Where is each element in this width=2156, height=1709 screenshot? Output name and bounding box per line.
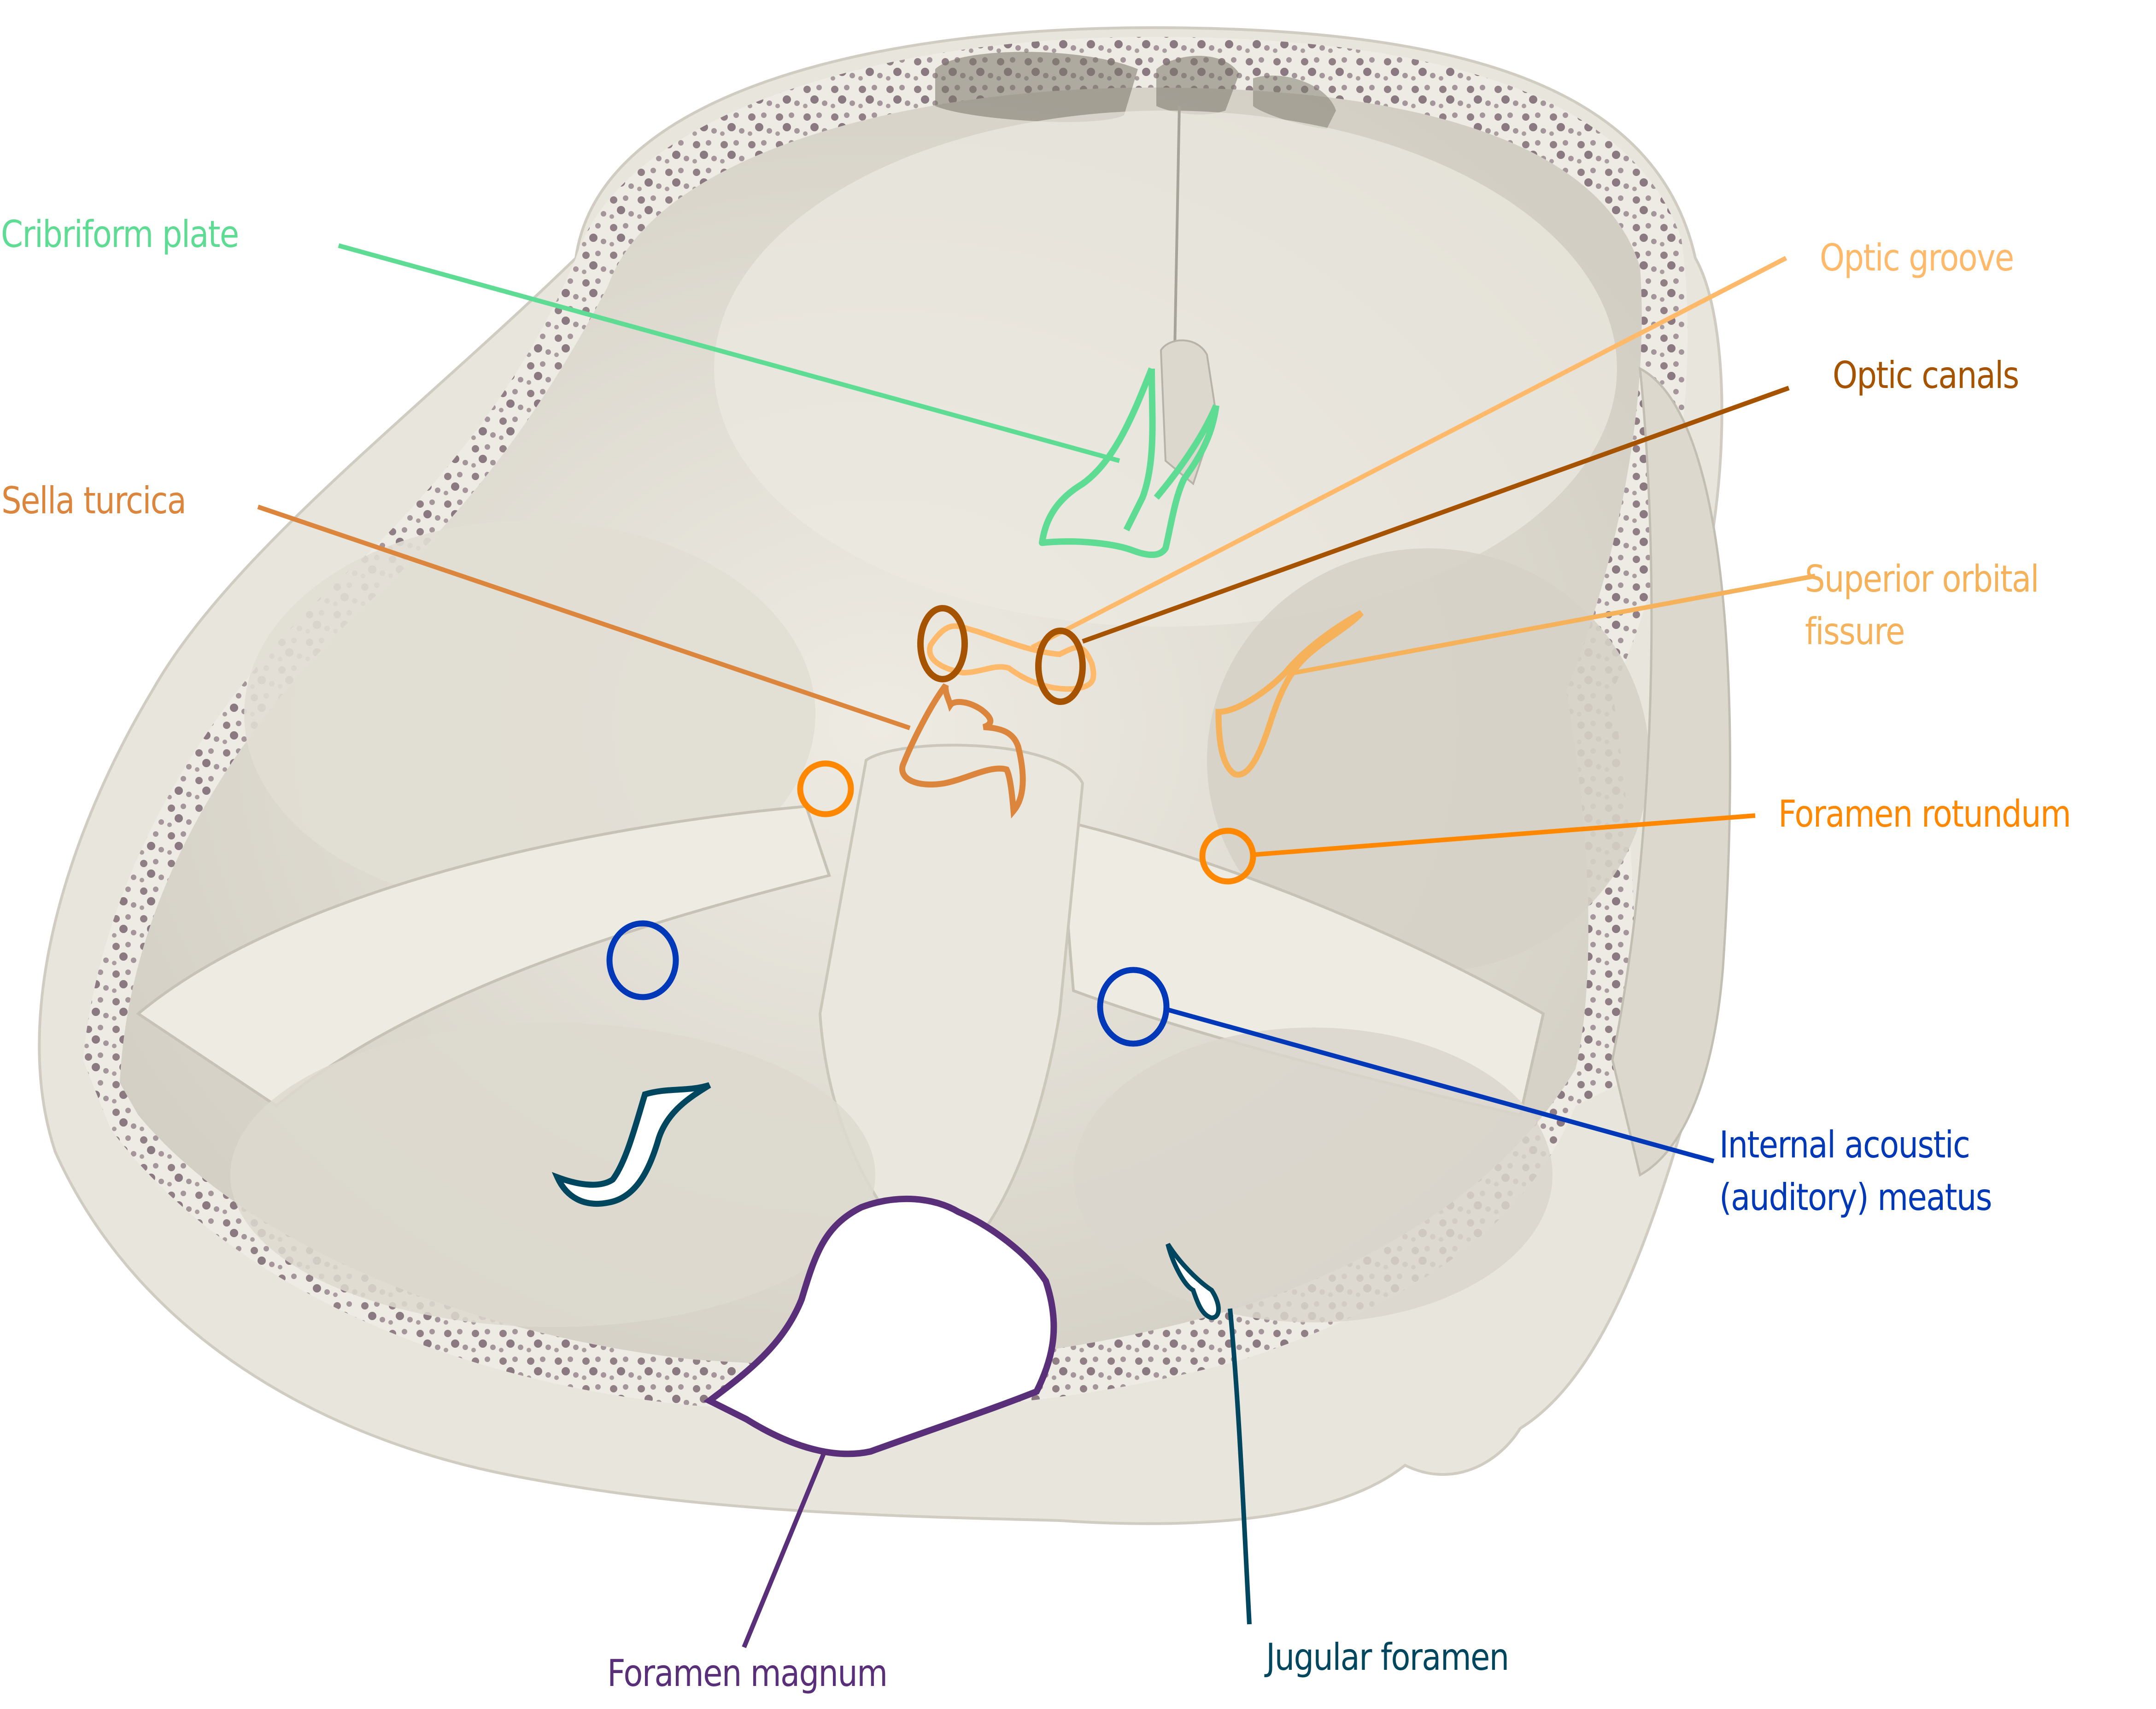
label-foramen-magnum: Foramen magnum bbox=[607, 1652, 888, 1695]
optic-canal-left bbox=[917, 605, 968, 682]
sella-turcica-outline bbox=[899, 683, 1026, 819]
foramen-magnum-leader bbox=[742, 1451, 827, 1648]
optic-canals-leader bbox=[1082, 386, 1790, 644]
label-cribriform-plate: Cribriform plate bbox=[1, 213, 239, 256]
superior-orbital-fissure-outline bbox=[1215, 610, 1364, 778]
jugular-foramen-leader bbox=[1228, 1308, 1252, 1625]
posterior-fossa-left bbox=[230, 1023, 875, 1327]
label-foramen-rotundum: Foramen rotundum bbox=[1778, 793, 2071, 835]
right-outer-skull bbox=[1611, 366, 1731, 1177]
optic-groove-outline bbox=[927, 623, 1096, 692]
label-internal-acoustic-meatus: Internal acoustic (auditory) meatus bbox=[1719, 1123, 1992, 1219]
internal-acoustic-meatus-left bbox=[606, 920, 679, 1000]
optic-canal-right bbox=[1035, 628, 1086, 705]
frontal-sinuses bbox=[935, 52, 1336, 129]
middle-fossa-right bbox=[1207, 548, 1649, 972]
posterior-fossa-right bbox=[1073, 1028, 1553, 1322]
internal-acoustic-meatus-right bbox=[1097, 967, 1170, 1047]
label-optic-canals: Optic canals bbox=[1833, 354, 2019, 397]
superior-orbital-fissure-leader bbox=[1294, 574, 1816, 675]
middle-fossa-left bbox=[244, 521, 815, 908]
optic-groove-leader bbox=[1031, 256, 1787, 650]
cribriform-plate-outline bbox=[1039, 367, 1219, 558]
internal-acoustic-meatus-leader bbox=[1165, 1007, 1715, 1163]
label-superior-orbital-fissure: Superior orbital fissure bbox=[1805, 558, 2039, 653]
foramen-rotundum-left bbox=[797, 760, 854, 817]
cribriform-plate-leader bbox=[338, 243, 1120, 463]
sella-turcica-leader bbox=[257, 505, 911, 730]
jugular-foramen-left bbox=[551, 1082, 711, 1207]
jugular-foramen-right bbox=[1166, 1243, 1221, 1321]
frontal-crest bbox=[1173, 106, 1181, 351]
label-sella-turcica: Sella turcica bbox=[1, 479, 187, 522]
label-jugular-foramen: Jugular foramen bbox=[1266, 1636, 1509, 1679]
foramen-magnum-outline bbox=[703, 1195, 1057, 1457]
foramen-rotundum-right bbox=[1199, 828, 1256, 885]
label-optic-groove: Optic groove bbox=[1820, 236, 2014, 279]
foramen-rotundum-leader bbox=[1253, 813, 1756, 857]
